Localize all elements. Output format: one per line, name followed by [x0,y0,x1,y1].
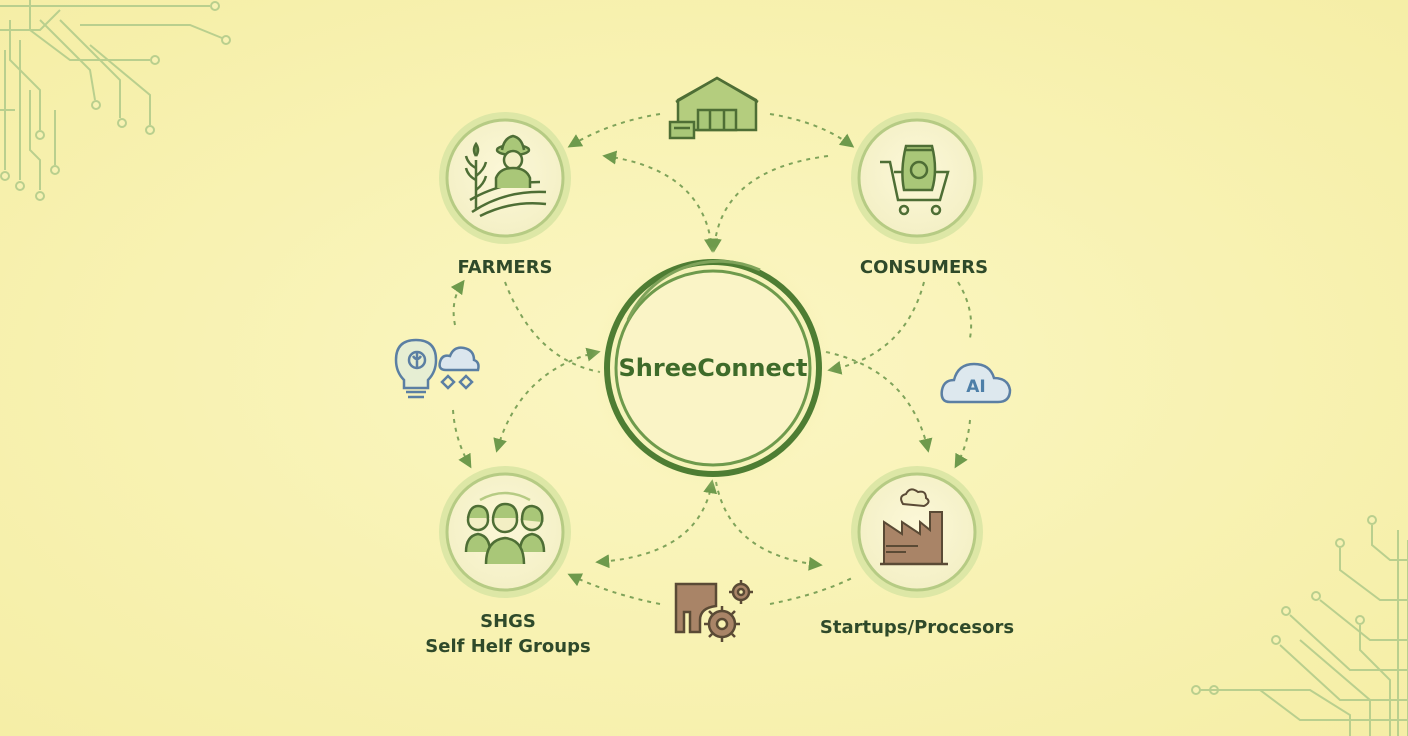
warehouse-icon [668,76,759,140]
shgs-sublabel: Self Helf Groups [425,636,591,657]
idea-bulb-icon [394,338,438,399]
farmer-icon [464,134,547,218]
connector-arrows [450,113,973,605]
consumers-node[interactable] [851,112,983,244]
cloud-icon [438,346,480,390]
shgs-node[interactable] [439,466,571,598]
farmers-node[interactable] [439,112,571,244]
center-node[interactable] [591,246,835,490]
people-group-icon [464,491,546,565]
ai-cloud-icon [940,362,1012,404]
ai-badge: AI [966,377,986,397]
shgs-label: SHGS [480,611,536,632]
circuit-decoration-bottom-right [1191,515,1408,736]
circuit-decoration-top-left [0,0,231,201]
center-label: ShreeConnect [618,354,808,382]
shopping-cart-icon [880,144,950,216]
startups-label: Startups/Procesors [819,617,1015,638]
farmers-label: FARMERS [457,257,553,278]
processing-gears-icon [674,580,753,642]
startups-node[interactable] [851,466,983,598]
consumers-label: CONSUMERS [859,257,989,278]
factory-icon [880,488,948,566]
